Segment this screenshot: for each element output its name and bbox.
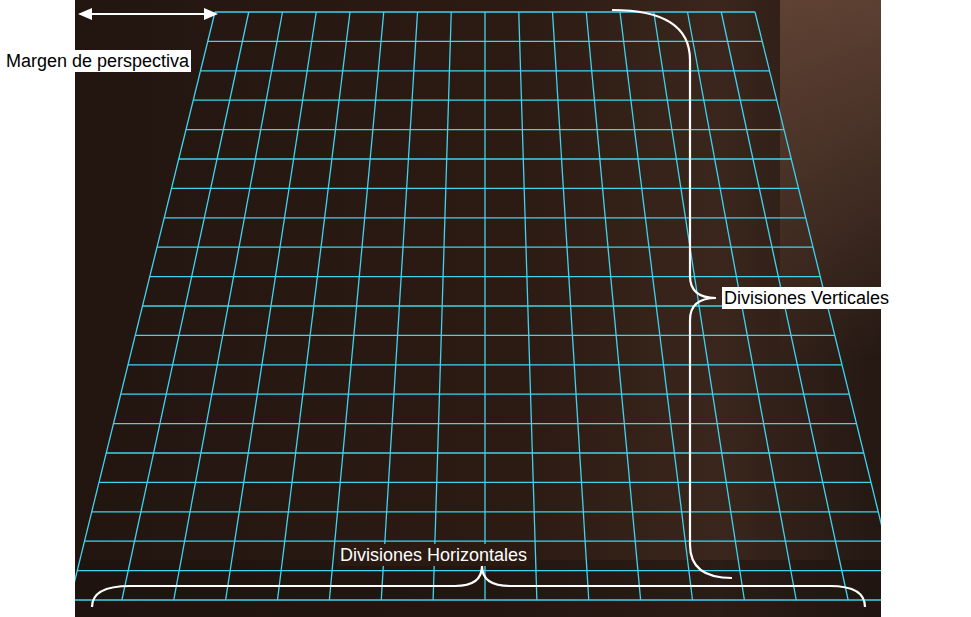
grid-line — [121, 394, 850, 395]
grid-line — [157, 247, 813, 248]
grid-line — [201, 70, 770, 71]
photo-shadow — [75, 560, 881, 617]
bracket-label: Divisiones Horizontales — [338, 544, 529, 566]
dimension-label: Margen de perspectiva — [4, 50, 191, 72]
grid-line — [77, 570, 881, 571]
grid-line — [179, 158, 792, 159]
vertical-brace — [612, 10, 732, 578]
grid-line — [106, 452, 864, 453]
grid-line — [215, 11, 755, 12]
grid-line — [75, 599, 881, 600]
grid-line — [92, 511, 879, 512]
margin-arrow-line — [84, 13, 212, 15]
grid-line — [114, 423, 857, 424]
arrowhead — [204, 8, 218, 20]
grid-line — [135, 335, 835, 336]
arrowhead — [78, 8, 92, 20]
perspective-grid — [75, 12, 881, 600]
grid-line — [186, 129, 784, 130]
grid-line — [208, 41, 763, 42]
grid-line — [150, 276, 821, 277]
bracket-label: Divisiones Verticales — [722, 287, 891, 309]
grid-line — [164, 217, 806, 218]
grid-line — [85, 541, 882, 542]
grid-line — [128, 364, 842, 365]
horizontal-brace — [92, 566, 865, 607]
grid-line — [172, 188, 799, 189]
grid-line — [99, 482, 871, 483]
